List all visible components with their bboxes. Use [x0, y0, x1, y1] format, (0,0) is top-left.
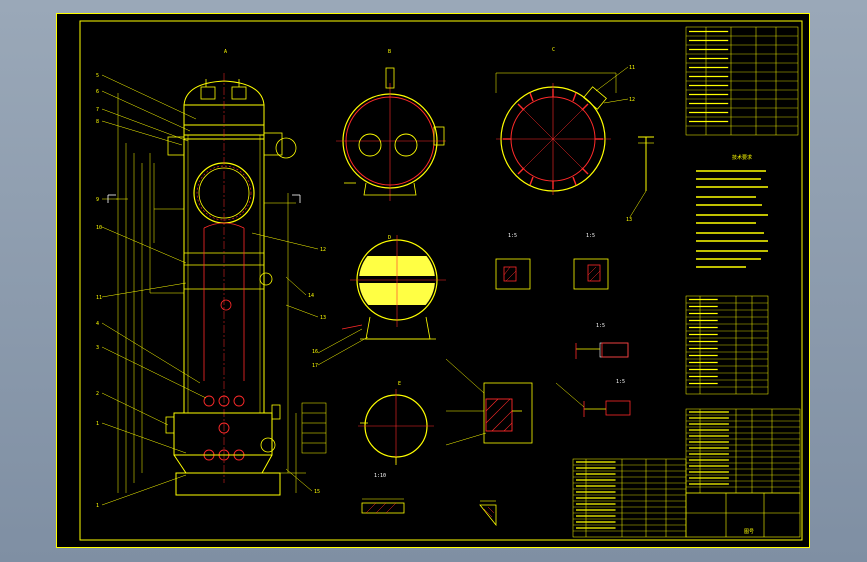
svg-text:3: 3 [96, 345, 99, 351]
svg-text:12: 12 [629, 97, 635, 103]
section-view-4: E [358, 381, 434, 465]
title-block-label: 图号 [744, 529, 754, 535]
title-block [685, 492, 801, 538]
detail-bottom-left: 1:10 [361, 473, 497, 527]
svg-text:11: 11 [629, 65, 635, 71]
svg-text:5: 5 [96, 73, 99, 79]
svg-text:1: 1 [96, 421, 99, 427]
svg-text:13: 13 [320, 315, 326, 321]
svg-text:1:5: 1:5 [586, 233, 595, 239]
svg-text:技术要求: 技术要求 [732, 154, 752, 161]
sheet-outer-border [56, 13, 810, 548]
svg-text:2: 2 [96, 391, 99, 397]
svg-text:E: E [398, 381, 401, 387]
svg-text:1:5: 1:5 [616, 379, 625, 385]
section-label-c: C [552, 47, 555, 53]
svg-text:12: 12 [320, 247, 326, 253]
section-view-3: D 16 17 [312, 235, 446, 369]
svg-text:1:5: 1:5 [596, 323, 605, 329]
detail-views: 1:5 1:5 1:5 1:5 [445, 233, 631, 446]
svg-text:1: 1 [96, 503, 99, 509]
sheet-inner-border [79, 20, 803, 541]
table-row-lines [573, 30, 800, 532]
svg-text:4: 4 [96, 321, 99, 327]
svg-text:11: 11 [96, 295, 102, 301]
svg-text:1:5: 1:5 [508, 233, 517, 239]
svg-text:9: 9 [96, 197, 99, 203]
section-view-2: C 11 12 13 [495, 47, 654, 223]
section-view-1: B [336, 49, 446, 201]
svg-text:17: 17 [312, 363, 318, 369]
svg-text:1:10: 1:10 [374, 473, 386, 479]
svg-text:8: 8 [96, 119, 99, 125]
section-label-b: B [388, 49, 391, 55]
svg-text:13: 13 [626, 217, 632, 223]
svg-text:14: 14 [308, 293, 314, 299]
svg-text:16: 16 [312, 349, 318, 355]
svg-text:7: 7 [96, 107, 99, 113]
section-label-d: D [388, 235, 391, 241]
svg-text:15: 15 [314, 489, 320, 495]
section-label-a: A [224, 49, 227, 55]
technical-notes: 技术要求 [696, 154, 768, 268]
svg-text:10: 10 [96, 225, 102, 231]
svg-text:6: 6 [96, 89, 99, 95]
